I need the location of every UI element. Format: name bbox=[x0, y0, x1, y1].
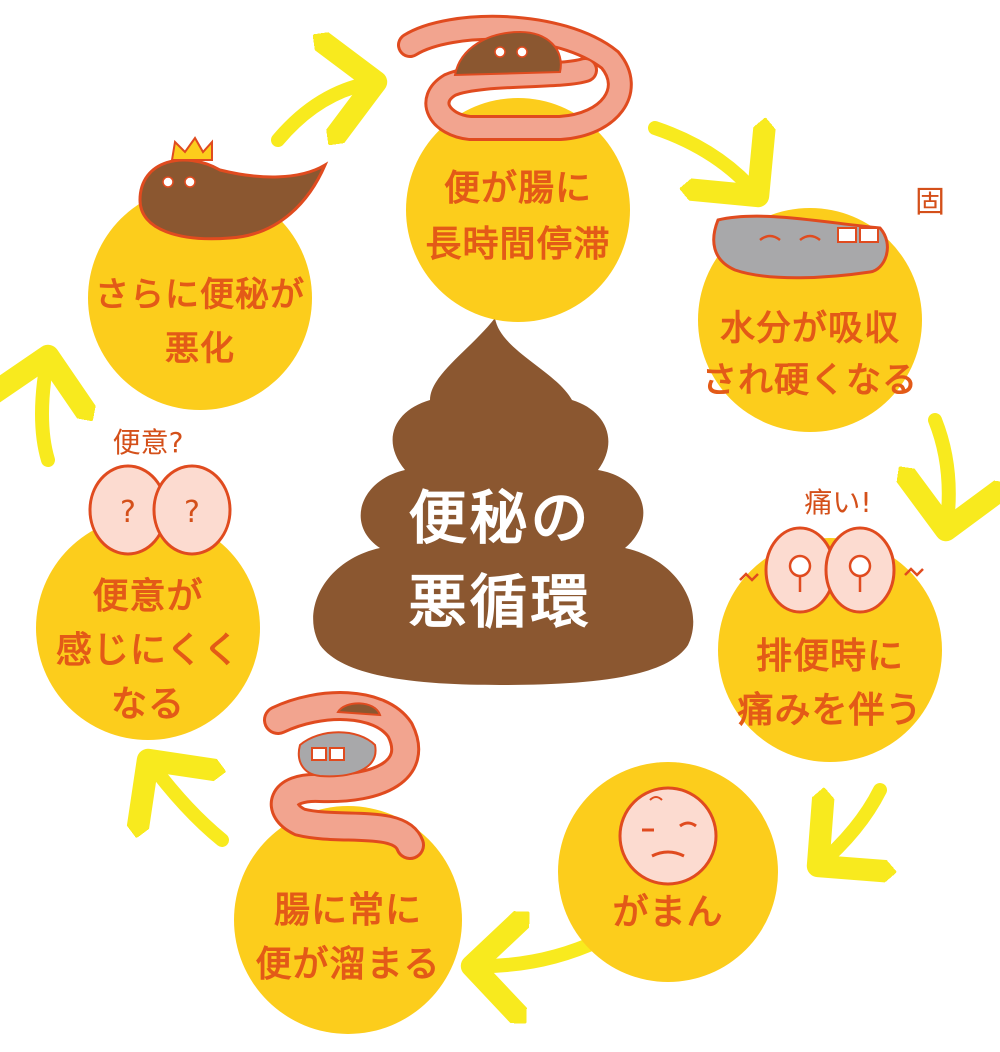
arrow-1-to-2 bbox=[648, 128, 758, 196]
step-7-line2: 悪化 bbox=[165, 329, 235, 369]
step-circle bbox=[234, 806, 462, 1034]
step-2-line2: され硬くなる bbox=[702, 361, 918, 401]
q-mark-right: ? bbox=[184, 495, 200, 530]
q-mark-left: ? bbox=[120, 495, 136, 530]
pained-buttocks-icon: 痛い! bbox=[739, 486, 924, 614]
step-7: さらに便秘が 悪化 bbox=[88, 136, 329, 410]
step-3-line1: 排便時に bbox=[756, 636, 904, 677]
step-2: 固 水分が吸収 され硬くなる bbox=[698, 185, 945, 432]
arrow-5-to-6 bbox=[148, 760, 229, 847]
pain-note: 痛い! bbox=[804, 486, 871, 519]
full-intestine-icon bbox=[263, 691, 425, 860]
center-title-line2: 悪循環 bbox=[408, 568, 591, 636]
step-4: がまん bbox=[558, 762, 778, 982]
step-7-line1: さらに便秘が bbox=[95, 275, 305, 315]
step-1-line1: 便が腸に bbox=[444, 168, 592, 209]
arrow-2-to-3 bbox=[935, 413, 949, 530]
confused-buttocks-icon: ? ? 便意? bbox=[88, 426, 232, 556]
step-6: ? ? 便意? 便意が 感じにくく なる bbox=[36, 426, 260, 740]
step-1-line2: 長時間停滞 bbox=[425, 224, 610, 265]
step-1: 便が腸に 長時間停滞 bbox=[397, 14, 633, 322]
arrow-7-to-1 bbox=[271, 82, 376, 147]
step-6-line3: なる bbox=[111, 684, 185, 725]
step-6-line1: 便意が bbox=[92, 576, 203, 617]
step-6-line2: 感じにくく bbox=[56, 630, 240, 671]
urge-note: 便意? bbox=[113, 426, 184, 459]
step-3: 痛い! 排便時に 痛みを伴う bbox=[718, 486, 942, 762]
poop-center-icon: 便秘の 悪循環 bbox=[313, 318, 694, 685]
intestine-with-stool-icon bbox=[397, 14, 633, 141]
step-5-line2: 便が溜まる bbox=[255, 944, 440, 985]
hard-note: 固 bbox=[915, 185, 945, 220]
step-5: 腸に常に 便が溜まる bbox=[234, 691, 462, 1034]
enduring-face-icon bbox=[618, 786, 718, 886]
arrow-4-to-5 bbox=[472, 940, 607, 966]
step-circle bbox=[406, 98, 630, 322]
center-title-line1: 便秘の bbox=[408, 484, 591, 552]
arrow-3-to-4 bbox=[818, 783, 880, 866]
arrow-6-to-7 bbox=[42, 356, 48, 467]
step-circle bbox=[36, 516, 260, 740]
hard-stool-icon: 固 bbox=[712, 185, 945, 280]
step-3-line2: 痛みを伴う bbox=[737, 690, 922, 731]
step-5-line1: 腸に常に bbox=[274, 890, 422, 931]
step-circle bbox=[88, 186, 312, 410]
crowned-stool-icon bbox=[138, 136, 329, 241]
step-4-line1: がまん bbox=[612, 892, 723, 933]
step-2-line1: 水分が吸収 bbox=[720, 309, 900, 349]
